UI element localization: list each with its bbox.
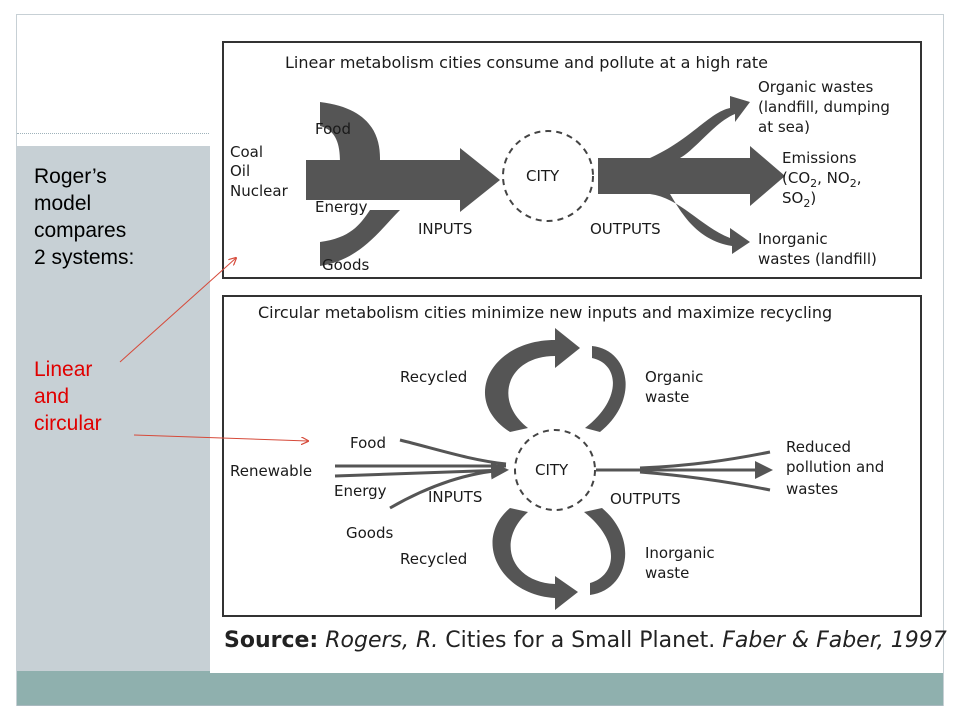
circular-city-label: CITY	[535, 461, 569, 479]
svg-text:waste: waste	[645, 388, 689, 406]
circular-input-lines	[334, 438, 509, 510]
svg-text:Coal: Coal	[230, 143, 263, 161]
svg-text:Emissions: Emissions	[782, 149, 857, 167]
footer-band	[17, 671, 943, 705]
linear-panel-border	[222, 41, 922, 279]
linear-output-arrows	[598, 96, 785, 254]
svg-text:at sea): at sea)	[758, 118, 810, 136]
svg-text:pollution and: pollution and	[786, 458, 884, 476]
circular-outputs: Reduced pollution and wastes	[786, 438, 884, 498]
linear-output-inorganic: Inorganic wastes (landfill)	[758, 230, 877, 268]
linear-title: Linear metabolism cities consume and pol…	[285, 53, 768, 72]
linear-output-organic: Organic wastes (landfill, dumping at sea…	[758, 78, 890, 136]
svg-text:waste: waste	[645, 564, 689, 582]
circular-recycled-bottom: Recycled	[400, 550, 467, 568]
circular-recycle-loops	[484, 328, 626, 610]
circular-source-renewable: Renewable	[230, 462, 312, 480]
svg-text:(CO2, NO2,: (CO2, NO2,	[782, 169, 862, 190]
linear-outputs-label: OUTPUTS	[590, 220, 661, 238]
circular-inputs-label: INPUTS	[428, 488, 482, 506]
svg-text:(landfill, dumping: (landfill, dumping	[758, 98, 890, 116]
linear-input-arrows	[306, 102, 500, 266]
svg-text:SO2): SO2)	[782, 189, 816, 210]
linear-output-emissions: Emissions (CO2, NO2, SO2)	[782, 149, 862, 210]
linear-input-goods: Goods	[322, 256, 369, 274]
circular-title: Circular metabolism cities minimize new …	[258, 303, 832, 322]
caption-roger-model: Roger’s model compares 2 systems:	[34, 165, 135, 269]
svg-text:Inorganic: Inorganic	[645, 544, 715, 562]
circular-city-circle	[514, 429, 596, 511]
source-title: Cities for a Small Planet.	[445, 628, 716, 653]
circular-output-lines	[596, 450, 773, 492]
linear-inputs-label: INPUTS	[418, 220, 472, 238]
svg-text:Organic wastes: Organic wastes	[758, 78, 873, 96]
source-citation: Source: Rogers, R. Cities for a Small Pl…	[224, 628, 947, 653]
circular-input-food: Food	[350, 434, 386, 452]
circular-panel-border	[222, 295, 922, 617]
source-label: Source:	[224, 628, 319, 653]
svg-text:Inorganic: Inorganic	[758, 230, 828, 248]
caption-linear-circular: Linear and circular	[34, 358, 102, 435]
footer-line	[17, 705, 943, 706]
source-author: Rogers, R.	[325, 628, 439, 653]
circular-recycled-top: Recycled	[400, 368, 467, 386]
svg-text:wastes (landfill): wastes (landfill)	[758, 250, 877, 268]
linear-city-circle	[502, 130, 594, 222]
circular-organic-waste: Organic waste	[645, 368, 703, 406]
svg-text:wastes: wastes	[786, 480, 838, 498]
linear-input-food: Food	[315, 120, 351, 138]
linear-city-label: CITY	[526, 167, 560, 185]
source-publisher: Faber & Faber, 1997	[722, 628, 947, 653]
svg-text:Oil: Oil	[230, 162, 250, 180]
linear-input-energy: Energy	[315, 198, 368, 216]
metabolism-diagram: Linear metabolism cities consume and pol…	[222, 41, 922, 617]
linear-sources-label: Coal Oil Nuclear	[230, 143, 289, 200]
circular-input-goods: Goods	[346, 524, 393, 542]
circular-input-energy: Energy	[334, 482, 387, 500]
svg-text:Nuclear: Nuclear	[230, 182, 289, 200]
circular-inorganic-waste: Inorganic waste	[645, 544, 715, 582]
circular-outputs-label: OUTPUTS	[610, 490, 681, 508]
svg-text:Organic: Organic	[645, 368, 703, 386]
svg-text:Reduced: Reduced	[786, 438, 851, 456]
metabolism-figure: Linear metabolism cities consume and pol…	[210, 30, 947, 673]
